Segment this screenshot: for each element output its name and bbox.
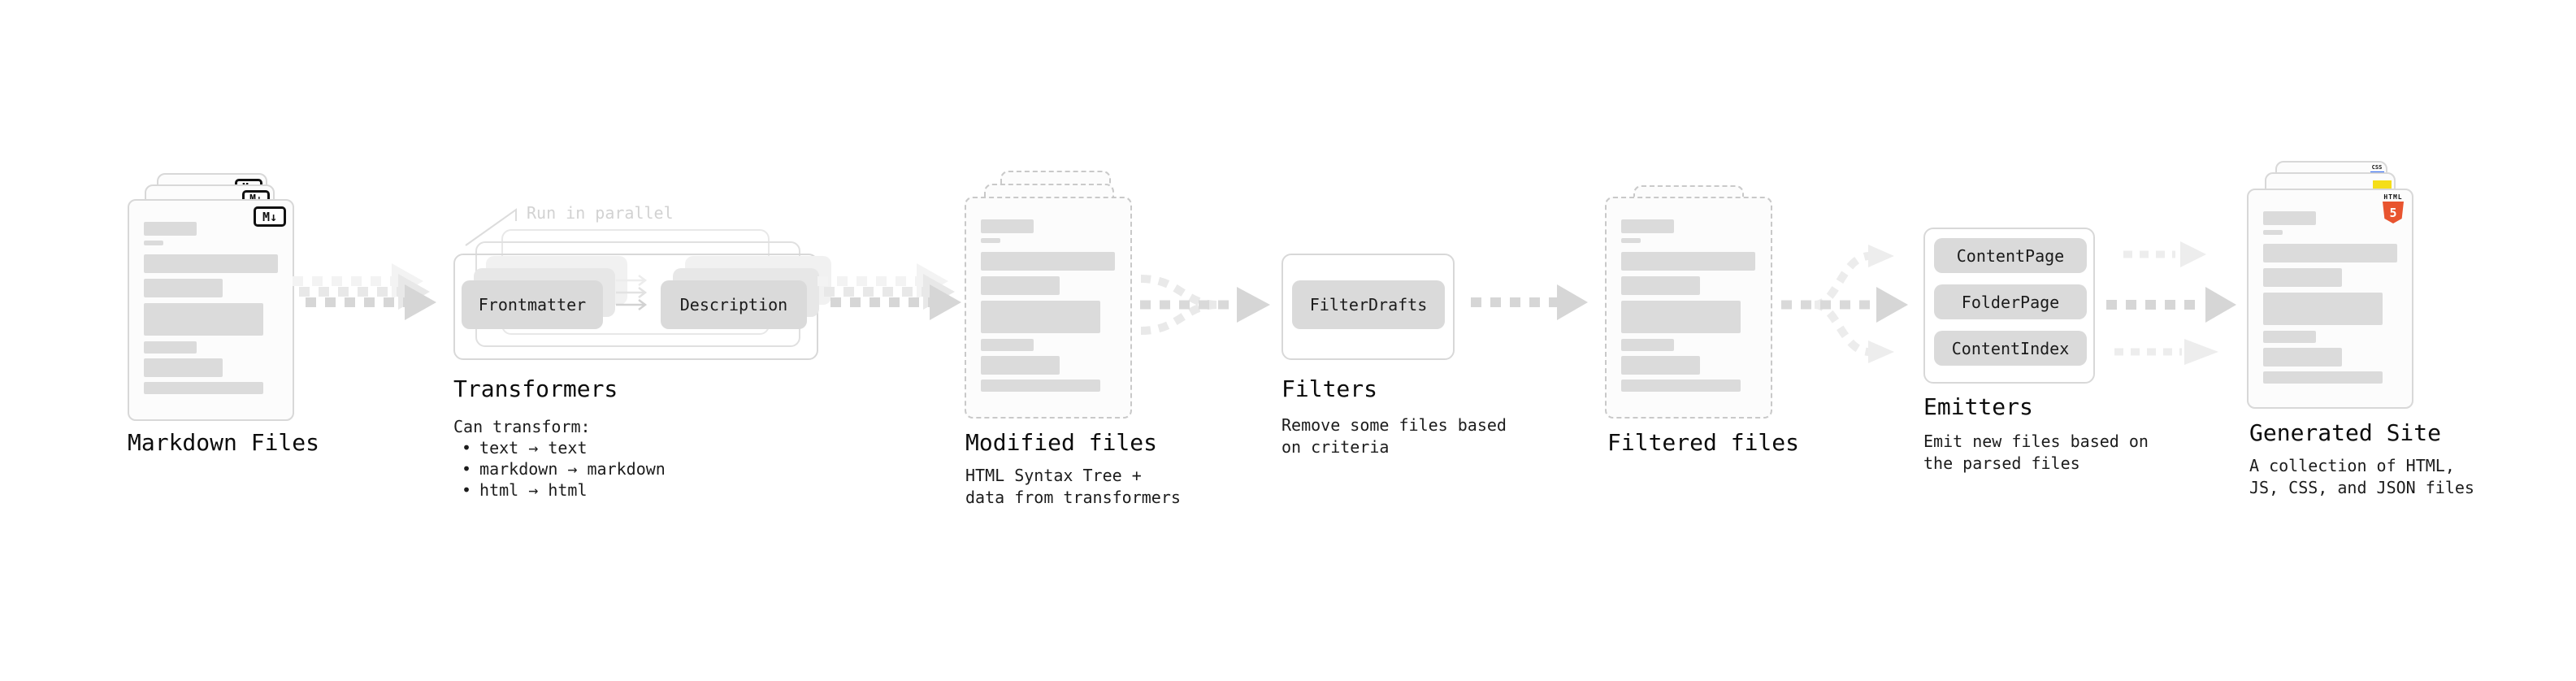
document-skeleton (981, 219, 1115, 392)
arrows-emitters-to-generated (2106, 241, 2236, 365)
run-in-parallel-label: Run in parallel (527, 203, 674, 223)
generated-html-file-card: HTML 5 (2247, 189, 2413, 409)
contentindex-emitter-node: ContentIndex (1934, 331, 2087, 366)
filtered-files-label: Filtered files (1607, 429, 1800, 456)
js-file-icon (2373, 180, 2392, 189)
flow-arrow-transformers-to-modified (817, 263, 961, 320)
markdown-files-label: Markdown Files (128, 429, 320, 456)
transformers-label: Transformers (453, 375, 618, 402)
description-transformer-node: Description (661, 280, 807, 329)
html5-icon: HTML 5 (2380, 193, 2406, 223)
modified-files-description: HTML Syntax Tree + data from transformer… (965, 466, 1181, 507)
filterdrafts-filter-node: FilterDrafts (1292, 280, 1445, 329)
list-item: •text → text (462, 438, 588, 458)
transformers-bullet-list: •text → text •markdown → markdown •html … (462, 437, 666, 501)
flow-arrow-markdown-to-transformers (293, 263, 436, 320)
fanout-arrows-filtered-to-emitters (1781, 245, 1908, 363)
generated-site-label: Generated Site (2249, 419, 2442, 446)
document-skeleton (1621, 219, 1755, 392)
run-in-parallel-callout-line (465, 208, 517, 246)
emitters-description: Emit new files based on the parsed files (1923, 432, 2149, 473)
document-skeleton (2263, 211, 2397, 384)
filtered-file-card-front (1605, 197, 1772, 419)
contentpage-emitter-node: ContentPage (1934, 238, 2087, 273)
markdown-file-card-front: M↓ (128, 199, 294, 421)
document-skeleton (144, 222, 278, 394)
markdown-badge-icon: M↓ (254, 206, 286, 227)
filters-description: Remove some files based on criteria (1281, 415, 1507, 457)
emitters-label: Emitters (1923, 393, 2033, 420)
generated-site-description: A collection of HTML, JS, CSS, and JSON … (2249, 456, 2474, 497)
filters-label: Filters (1281, 375, 1378, 402)
transformer-chain-arrows-icon (616, 275, 648, 310)
folderpage-emitter-node: FolderPage (1934, 284, 2087, 319)
flow-arrow-filters-to-filtered (1471, 284, 1588, 320)
list-item: •markdown → markdown (462, 459, 666, 479)
modified-files-label: Modified files (965, 429, 1158, 456)
merge-arrow-modified-to-filters (1140, 275, 1270, 335)
filters-box (1281, 254, 1455, 360)
emitters-box (1923, 228, 2095, 384)
modified-file-card-front (965, 197, 1132, 419)
transformers-caption: Can transform: (453, 417, 591, 436)
list-item: •html → html (462, 480, 588, 500)
frontmatter-transformer-node: Frontmatter (462, 280, 603, 329)
